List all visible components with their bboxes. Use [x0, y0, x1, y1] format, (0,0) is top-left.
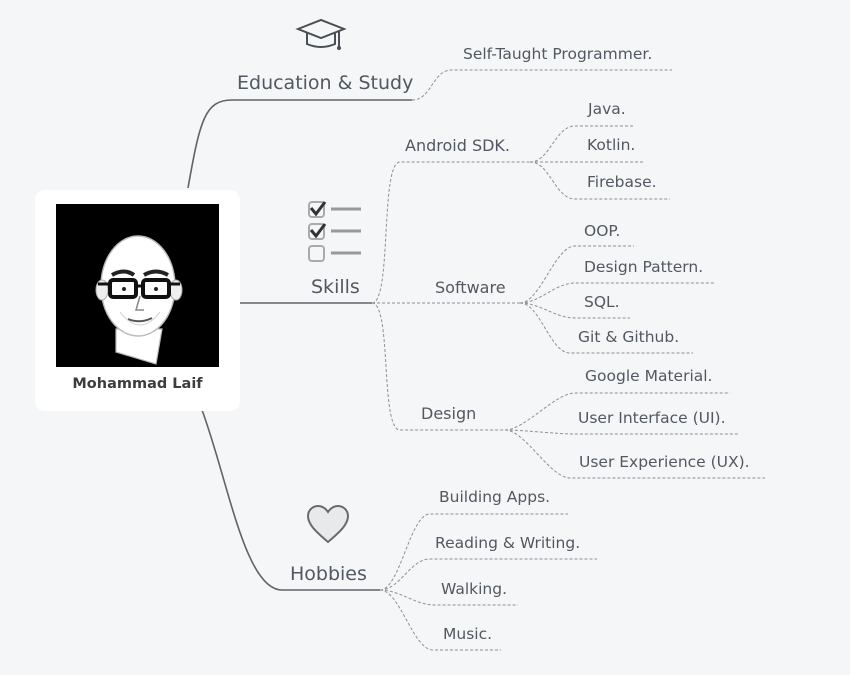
leaf-google-material[interactable]: Google Material.	[585, 367, 713, 385]
branch-education[interactable]: Education & Study	[237, 72, 414, 94]
leaf-git-github[interactable]: Git & Github.	[578, 328, 680, 346]
group-design[interactable]: Design	[421, 404, 477, 423]
group-software[interactable]: Software	[435, 278, 506, 297]
profile-card[interactable]: Mohammad Laif	[35, 190, 240, 411]
leaf-building-apps[interactable]: Building Apps.	[439, 488, 551, 506]
leaf-sql[interactable]: SQL.	[584, 293, 620, 311]
group-android-sdk[interactable]: Android SDK.	[405, 136, 510, 155]
leaf-user-interface[interactable]: User Interface (UI).	[578, 409, 726, 427]
profile-name: Mohammad Laif	[72, 376, 203, 392]
branch-skills[interactable]: Skills	[311, 276, 360, 298]
avatar	[56, 204, 219, 367]
heart-icon	[305, 503, 351, 549]
leaf-oop[interactable]: OOP.	[584, 222, 621, 240]
leaf-walking[interactable]: Walking.	[441, 580, 508, 598]
graduation-cap-icon	[295, 17, 347, 59]
branch-hobbies[interactable]: Hobbies	[290, 563, 367, 585]
leaf-java[interactable]: Java.	[588, 100, 626, 118]
leaf-kotlin[interactable]: Kotlin.	[587, 136, 636, 154]
leaf-music[interactable]: Music.	[443, 625, 493, 643]
leaf-self-taught[interactable]: Self-Taught Programmer.	[463, 45, 653, 63]
leaf-user-experience[interactable]: User Experience (UX).	[579, 453, 750, 471]
leaf-reading-writing[interactable]: Reading & Writing.	[435, 534, 581, 552]
leaf-design-pattern[interactable]: Design Pattern.	[584, 258, 704, 276]
leaf-firebase[interactable]: Firebase.	[587, 173, 657, 191]
checklist-icon	[305, 198, 365, 268]
